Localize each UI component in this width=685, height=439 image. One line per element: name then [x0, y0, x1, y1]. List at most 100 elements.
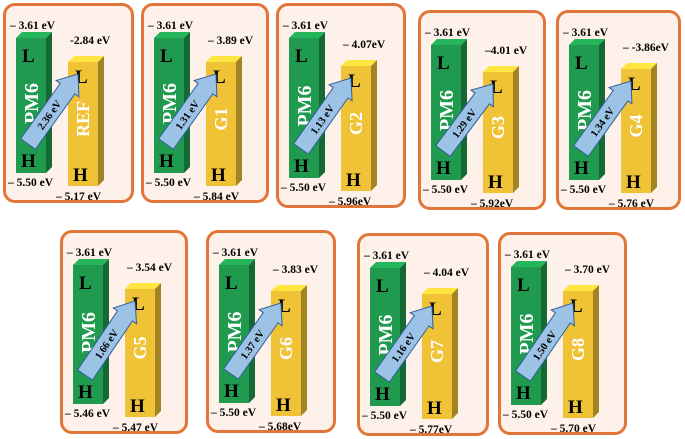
acceptor-bar-side	[513, 66, 519, 193]
donor-bar	[16, 32, 52, 173]
arrow-shape	[373, 305, 434, 383]
acceptor-lumo-value: – 3.54 eV	[127, 262, 173, 274]
donor-homo-value: – 5.50 eV	[503, 409, 549, 421]
donor-name: PM6	[159, 83, 181, 124]
acceptor-homo-letter: H	[488, 172, 503, 193]
donor-bar-top	[431, 39, 467, 45]
acceptor-bar	[621, 63, 657, 193]
acceptor-lumo-value: – 4.04 eV	[424, 267, 470, 279]
donor-homo-value: – 5.50 eV	[146, 177, 192, 189]
donor-name: PM6	[375, 314, 397, 355]
acceptor-bar-top	[341, 60, 377, 66]
donor-bar-front	[569, 45, 599, 180]
donor-homo-letter: H	[78, 382, 93, 403]
donor-bar	[154, 32, 190, 173]
acceptor-homo-value: – 5.96eV	[329, 196, 372, 208]
acceptor-homo-value: – 5.76 eV	[609, 198, 655, 210]
acceptor-homo-letter: H	[626, 172, 641, 193]
donor-lumo-letter: L	[575, 53, 588, 74]
acceptor-bar-side	[371, 60, 377, 191]
acceptor-homo-value: – 5.70 eV	[551, 423, 597, 435]
donor-bar-top	[219, 259, 255, 265]
acceptor-lumo-value: – 3.83 eV	[273, 264, 319, 276]
donor-homo-letter: H	[516, 383, 531, 404]
donor-homo-letter: H	[574, 158, 589, 179]
donor-bar-top	[370, 262, 406, 268]
donor-bar-front	[289, 38, 319, 178]
acceptor-homo-letter: H	[276, 395, 291, 416]
donor-lumo-letter: L	[79, 273, 92, 294]
donor-bar-front	[16, 38, 46, 173]
acceptor-bar-side	[98, 56, 104, 186]
donor-name: PM6	[574, 90, 596, 131]
acceptor-name: G4	[626, 114, 646, 137]
acceptor-homo-value: – 5.84 eV	[194, 191, 240, 203]
donor-name: PM6	[78, 312, 100, 353]
donor-lumo-letter: L	[160, 46, 173, 67]
acceptor-name: G2	[346, 112, 366, 135]
donor-bar	[73, 259, 109, 404]
acceptor-bar-top	[422, 288, 458, 294]
donor-bar-top	[289, 32, 325, 38]
donor-lumo-value: – 3.61 eV	[283, 20, 329, 32]
donor-lumo-value: – 3.61 eV	[213, 247, 259, 259]
donor-bar	[289, 32, 325, 178]
arrow-shape	[222, 302, 283, 380]
acceptor-name: G6	[276, 337, 296, 360]
acceptor-name: G7	[427, 340, 447, 363]
acceptor-bar	[341, 60, 377, 191]
acceptor-lumo-value: – 3.70 eV	[565, 264, 611, 276]
donor-bar-front	[73, 265, 103, 404]
acceptor-homo-letter: H	[211, 165, 226, 186]
donor-homo-value: – 5.46 eV	[65, 408, 111, 420]
acceptor-name: G3	[488, 116, 508, 139]
arrow-shape	[292, 77, 353, 155]
acceptor-bar-top	[68, 56, 104, 62]
donor-bar-top	[16, 32, 52, 38]
donor-lumo-value: – 3.61 eV	[67, 247, 113, 259]
donor-bar-front	[219, 265, 249, 403]
donor-lumo-value: – 3.61 eV	[505, 249, 551, 261]
acceptor-bar-side	[452, 288, 458, 419]
acceptor-homo-value: – 5.92eV	[471, 198, 514, 210]
arrow-shape	[435, 83, 494, 158]
arrow-shape	[19, 73, 80, 150]
donor-lumo-letter: L	[295, 46, 308, 67]
donor-homo-value: – 5.50 eV	[211, 407, 257, 419]
acceptor-homo-letter: H	[73, 165, 88, 186]
arrow-shape	[157, 73, 218, 150]
donor-lumo-letter: L	[517, 275, 530, 296]
acceptor-bar-top	[483, 66, 519, 72]
donor-name: PM6	[224, 311, 246, 352]
donor-homo-letter: H	[375, 384, 390, 405]
donor-homo-value: – 5.50 eV	[423, 184, 469, 196]
donor-lumo-letter: L	[376, 276, 389, 297]
donor-lumo-value: – 3.61 eV	[425, 27, 471, 39]
acceptor-bar-top	[125, 283, 161, 289]
donor-name: PM6	[516, 313, 538, 354]
donor-bar-top	[73, 259, 109, 265]
arrow-shape	[514, 302, 575, 382]
acceptor-bar-top	[271, 285, 307, 291]
donor-homo-letter: H	[436, 158, 451, 179]
acceptor-homo-value: – 5.68eV	[259, 421, 302, 433]
acceptor-lumo-value: –4.01 eV	[485, 45, 528, 57]
acceptor-bar-side	[155, 283, 161, 417]
donor-name: PM6	[436, 90, 458, 131]
donor-lumo-letter: L	[437, 53, 450, 74]
acceptor-homo-letter: H	[130, 396, 145, 417]
donor-bar-front	[154, 38, 184, 173]
donor-bar-top	[569, 39, 605, 45]
acceptor-homo-value: – 5.17 eV	[56, 191, 102, 203]
acceptor-bar-side	[236, 56, 242, 186]
donor-bar-front	[511, 267, 541, 405]
